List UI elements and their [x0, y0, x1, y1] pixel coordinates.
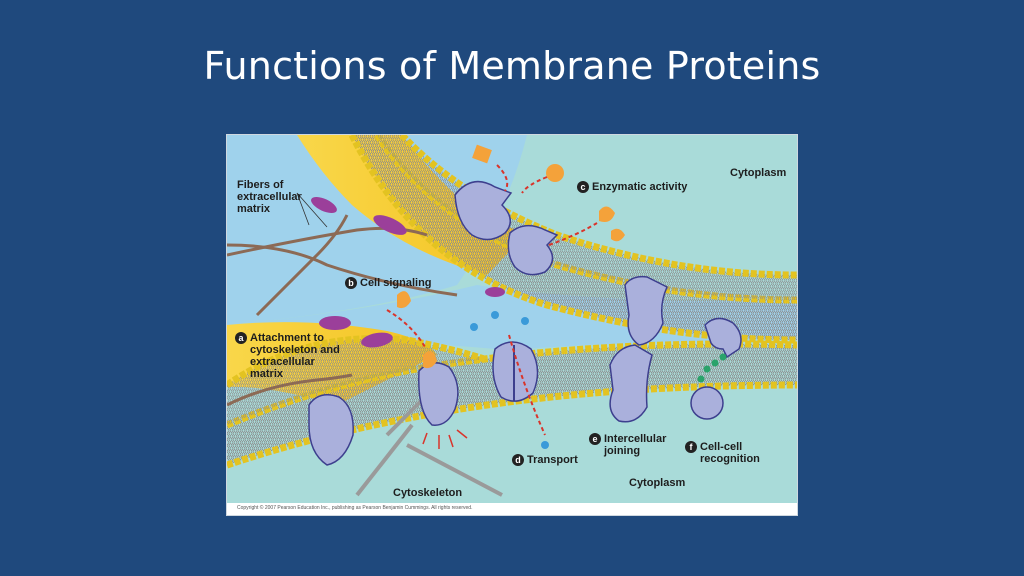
lower-membrane — [227, 334, 797, 469]
enzyme-protein-1 — [454, 180, 513, 241]
attachment-protein — [308, 394, 354, 466]
membrane-protein-diagram: Fibers of extracellular matrix Cytoplasm… — [226, 134, 798, 516]
purple-protein — [485, 287, 505, 297]
glycoprotein — [690, 386, 724, 420]
copyright-notice: Copyright © 2007 Pearson Education Inc.,… — [237, 505, 473, 511]
cytoskeleton-label: Cytoskeleton — [393, 487, 463, 499]
signal-arrows — [386, 164, 598, 436]
signal-response-lines — [422, 429, 468, 449]
function-c-badge: c — [577, 181, 589, 193]
receptor-protein — [418, 362, 459, 426]
function-c-label: c Enzymatic activity — [577, 181, 687, 193]
product-half-2 — [611, 228, 625, 242]
substrate-square — [472, 144, 492, 164]
function-e-text: Intercellular joining — [604, 433, 667, 457]
carbohydrate-chain — [697, 353, 727, 383]
enzyme-protein-2 — [507, 224, 559, 276]
fibers-label: Fibers of extracellular matrix — [237, 179, 302, 215]
function-d-text: Transport — [527, 454, 578, 466]
function-e-label: e Intercellular joining — [589, 433, 666, 457]
purple-protein — [319, 316, 351, 330]
diagram-illustration — [227, 135, 797, 503]
product-half-1 — [599, 206, 615, 222]
function-b-badge: b — [345, 277, 357, 289]
bound-signal-molecule — [423, 351, 437, 369]
signal-molecule — [397, 291, 411, 309]
function-c-text: Enzymatic activity — [592, 181, 688, 193]
substrate-circle — [546, 164, 564, 182]
function-f-text: Cell-cell recognition — [700, 441, 760, 465]
function-d-label: d Transport — [512, 454, 578, 466]
recognition-protein — [704, 317, 742, 359]
joining-protein-top — [624, 275, 668, 346]
function-a-label: a Attachment to cytoskeleton and extrace… — [235, 332, 340, 380]
function-e-badge: e — [589, 433, 601, 445]
purple-protein — [311, 196, 337, 214]
joining-protein-bottom — [609, 344, 653, 423]
function-a-badge: a — [235, 332, 247, 344]
fiber-pointer-lines — [296, 192, 328, 228]
function-f-label: f Cell-cell recognition — [685, 441, 760, 465]
function-b-text: Cell signaling — [360, 277, 432, 289]
cytoplasm-label-bottom: Cytoplasm — [629, 477, 686, 489]
purple-protein — [373, 215, 407, 235]
cytoplasm-label-top: Cytoplasm — [730, 167, 787, 179]
transport-protein — [492, 341, 539, 402]
transport-ions — [470, 311, 549, 449]
function-f-badge: f — [685, 441, 697, 453]
function-d-badge: d — [512, 454, 524, 466]
slide-title: Functions of Membrane Proteins — [203, 44, 821, 88]
purple-protein — [361, 332, 393, 348]
function-a-text: Attachment to cytoskeleton and extracell… — [250, 332, 340, 380]
function-b-label: b Cell signaling — [345, 277, 432, 289]
